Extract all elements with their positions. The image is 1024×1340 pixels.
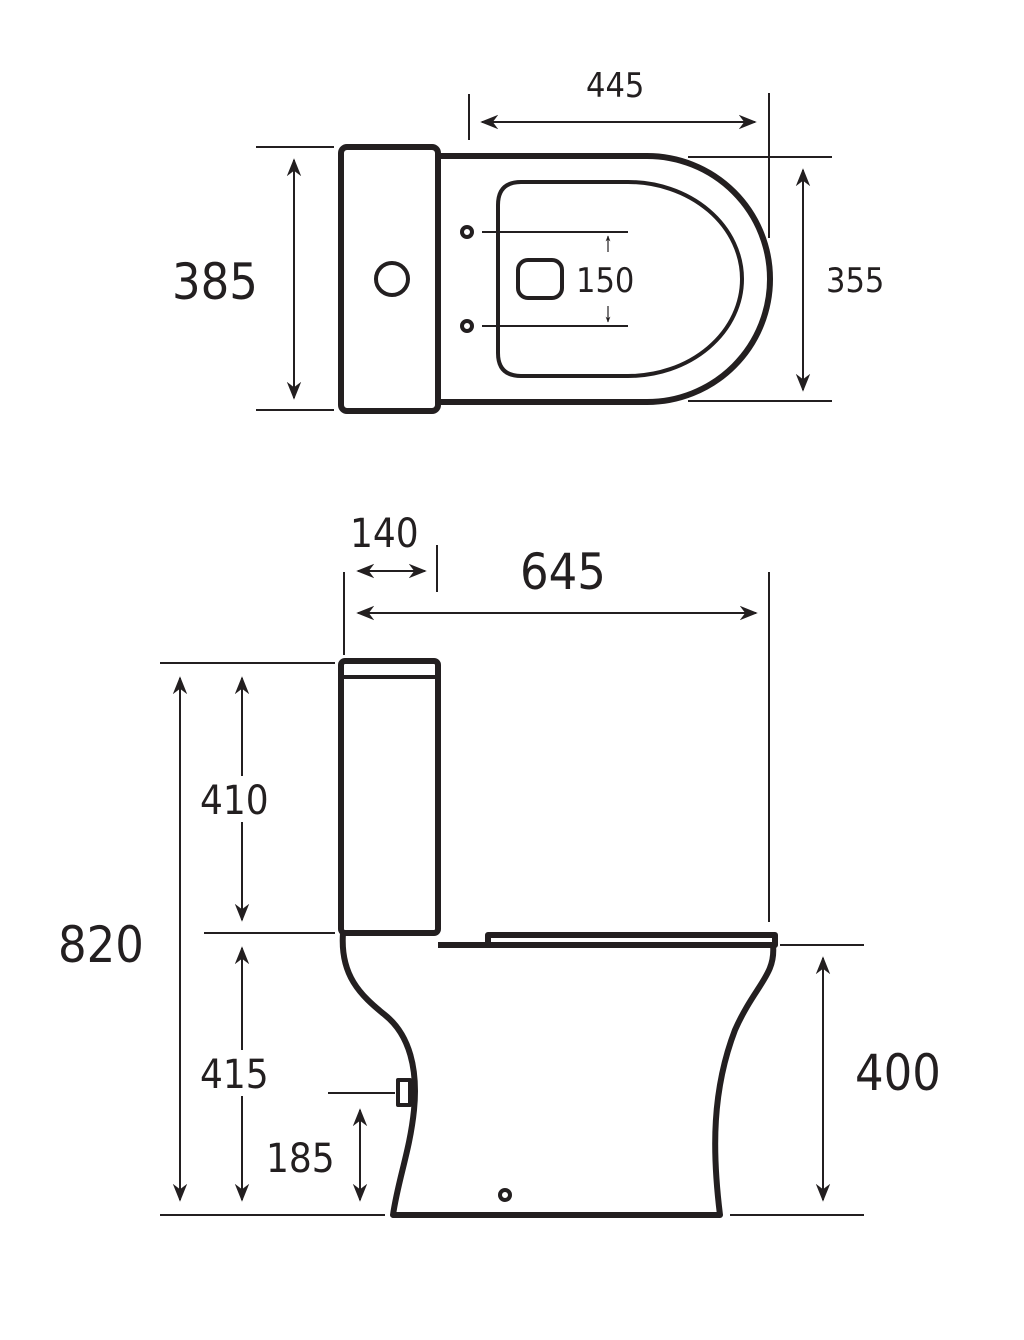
seat-opening-plan [496, 180, 744, 378]
dim-415: 415 [200, 1052, 269, 1098]
top-view: 150 445 385 355 [172, 66, 884, 414]
cistern-plan [338, 144, 441, 414]
flush-button-icon [374, 261, 410, 297]
pan-outline-plan [438, 153, 773, 405]
fixing-hole-top [460, 225, 474, 239]
dim-445: 445 [586, 66, 644, 106]
dim-355: 355 [826, 261, 884, 301]
fixing-hole-side [498, 1188, 512, 1202]
bowl-outlet-plan [516, 258, 564, 300]
dim-140: 140 [350, 511, 419, 557]
dim-645: 645 [520, 543, 606, 601]
dim-185: 185 [266, 1136, 335, 1182]
seat-side [438, 932, 778, 948]
cistern-side [338, 658, 441, 936]
dim-385: 385 [172, 253, 258, 311]
dim-150: 150 [576, 261, 634, 301]
dim-410: 410 [200, 778, 269, 824]
fixing-hole-bottom [460, 319, 474, 333]
outlet-side [396, 1078, 412, 1107]
dim-820: 820 [58, 916, 144, 974]
pan-side-outline [339, 932, 777, 1218]
dim-400: 400 [855, 1044, 941, 1102]
side-view: 140 645 820 410 415 185 400 [58, 511, 941, 1218]
